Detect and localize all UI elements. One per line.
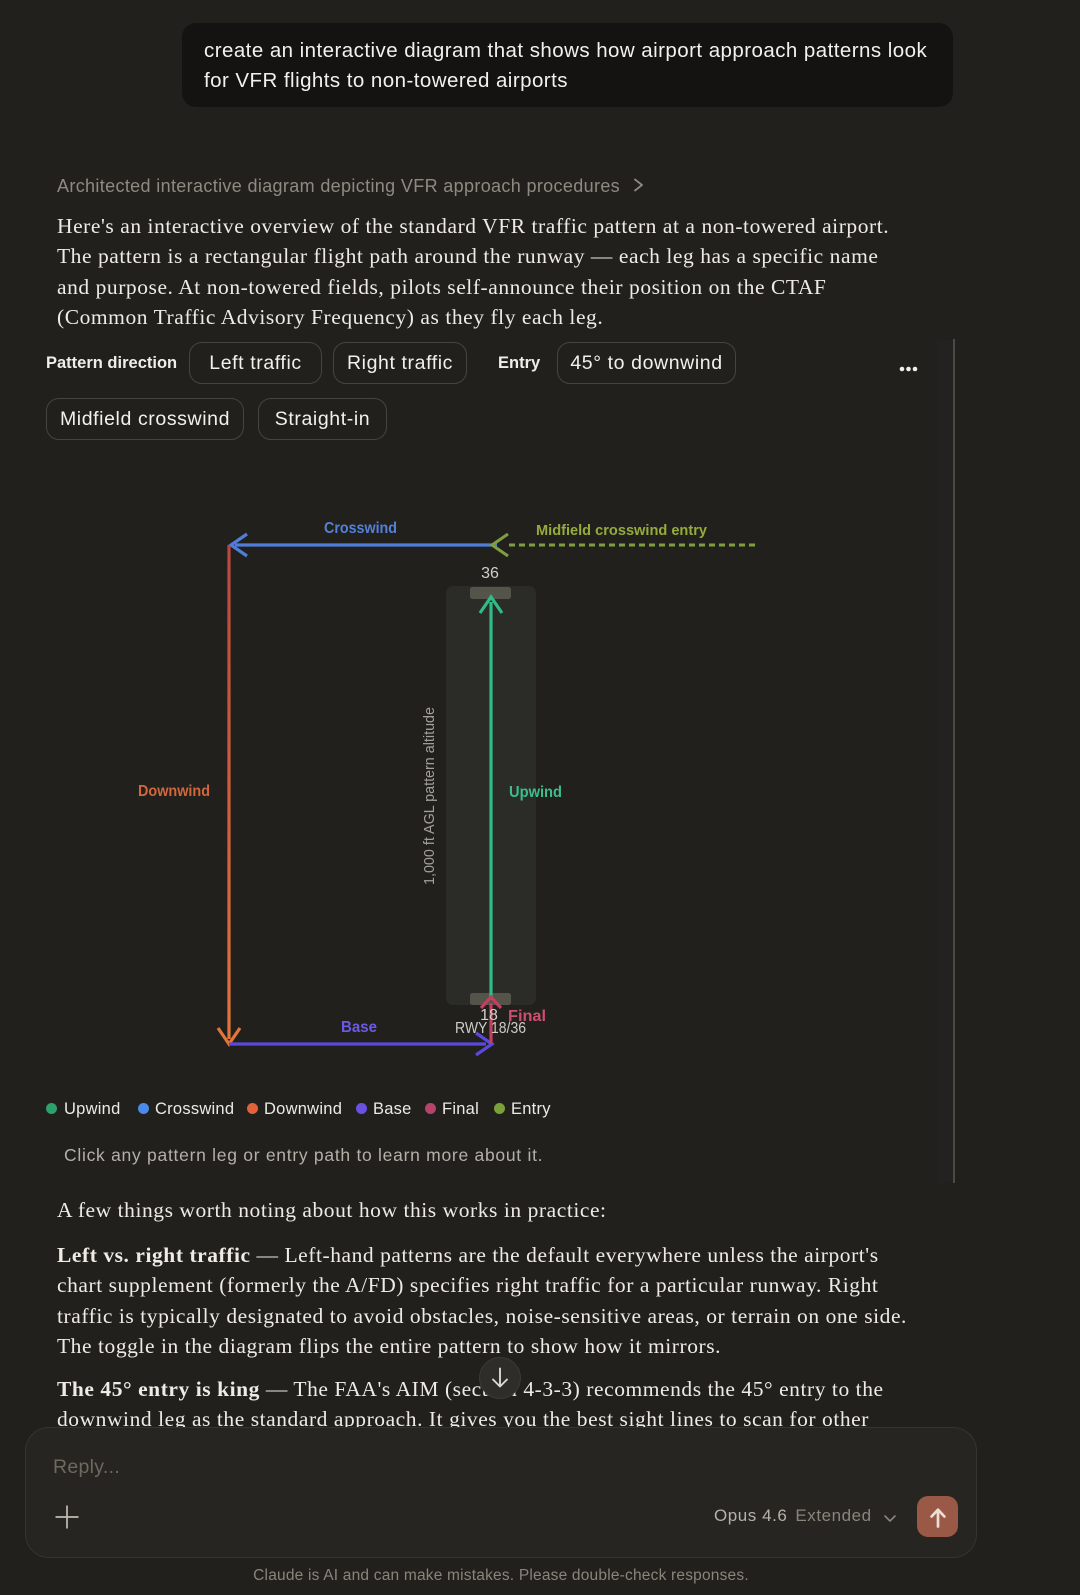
svg-text:36: 36 <box>481 565 499 582</box>
svg-text:1,000 ft AGL pattern altitude: 1,000 ft AGL pattern altitude <box>422 707 438 885</box>
svg-text:Upwind: Upwind <box>509 784 562 801</box>
svg-text:Base: Base <box>341 1019 377 1036</box>
svg-text:Crosswind: Crosswind <box>324 520 397 537</box>
svg-text:Midfield crosswind entry: Midfield crosswind entry <box>536 522 708 539</box>
svg-text:RWY 18/36: RWY 18/36 <box>455 1020 526 1037</box>
svg-text:Downwind: Downwind <box>138 783 210 800</box>
svg-text:Final: Final <box>508 1008 546 1025</box>
svg-text:18: 18 <box>480 1007 498 1024</box>
